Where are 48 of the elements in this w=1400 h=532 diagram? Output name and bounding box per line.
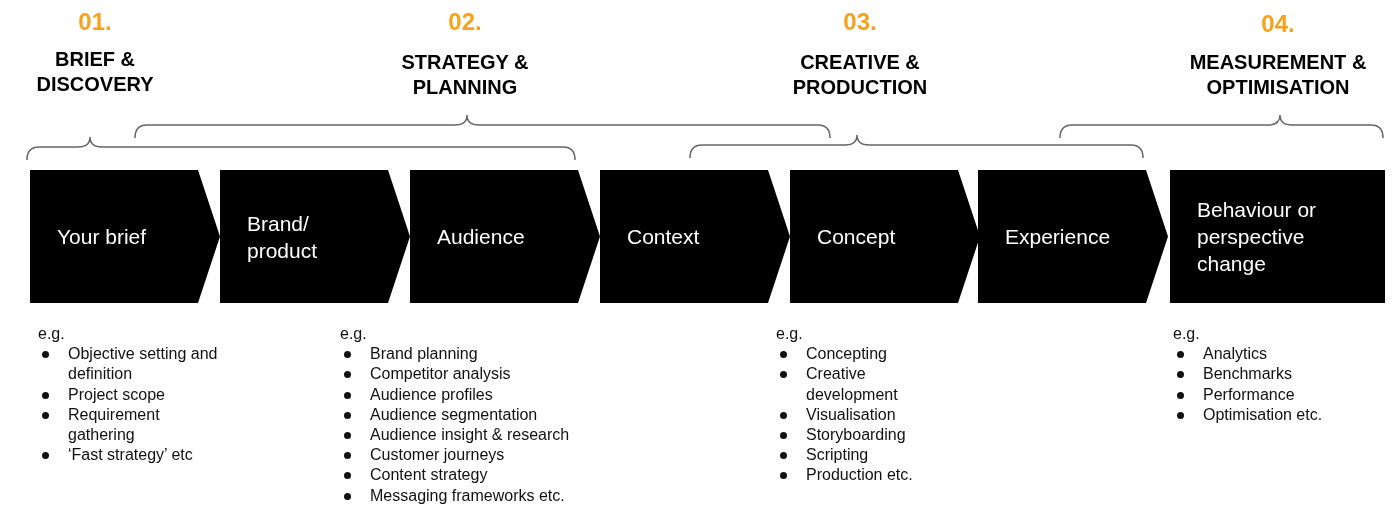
- step-label: Context: [627, 224, 700, 250]
- chevron-step: [790, 170, 980, 303]
- chevron-step: [600, 170, 790, 303]
- phase-number: 04.: [1261, 10, 1295, 38]
- chevron-step: [410, 170, 600, 303]
- chevron-step: [30, 170, 220, 303]
- chevron-step: [220, 170, 410, 303]
- list-item: Audience insight & research: [370, 425, 571, 445]
- phase-title: STRATEGY & PLANNING: [400, 50, 530, 100]
- list-item: Objective setting and definition: [68, 344, 219, 385]
- list-item: Content strategy: [370, 465, 489, 486]
- list-item: Visualisation: [806, 404, 897, 425]
- list-item: Production etc.: [806, 465, 914, 486]
- step-label: Audience: [437, 224, 525, 250]
- phase-number: 02.: [448, 8, 482, 36]
- phase-title: CREATIVE & PRODUCTION: [791, 50, 929, 100]
- list-item: Competitor analysis: [370, 364, 512, 385]
- phase-number: 01.: [78, 8, 112, 36]
- step-label: Experience: [1005, 224, 1111, 250]
- list-item: Project scope: [68, 384, 166, 405]
- result-box: [1170, 170, 1385, 303]
- list-item: Brand planning: [370, 344, 479, 365]
- list-item: Messaging frameworks etc.: [370, 485, 566, 506]
- list-intro: e.g.: [776, 324, 804, 344]
- list-item: Performance: [1203, 384, 1296, 405]
- list-item: Benchmarks: [1203, 364, 1293, 385]
- list-intro: e.g.: [38, 324, 66, 344]
- chevron-step: [978, 170, 1168, 303]
- list-item: Concepting: [806, 344, 888, 365]
- list-item: Requirement gathering: [68, 404, 161, 445]
- list-item: ‘Fast strategy’ etc: [68, 445, 194, 466]
- step-label: Behaviour or perspective change: [1197, 197, 1318, 277]
- phase-title: MEASUREMENT & OPTIMISATION: [1188, 50, 1368, 100]
- list-item: Customer journeys: [370, 445, 506, 466]
- list-intro: e.g.: [1173, 324, 1201, 344]
- phase-number: 03.: [843, 8, 877, 36]
- list-intro: e.g.: [340, 324, 368, 344]
- step-label: Brand/ product: [247, 210, 319, 264]
- list-item: Storyboarding: [806, 425, 907, 445]
- list-item: Analytics: [1203, 344, 1269, 365]
- phase-title: BRIEF & DISCOVERY: [35, 47, 155, 97]
- list-item: Creative development: [806, 364, 899, 405]
- list-item: Audience profiles: [370, 384, 494, 405]
- list-item: Audience segmentation: [370, 404, 539, 425]
- list-item: Optimisation etc.: [1203, 404, 1324, 425]
- list-item: Scripting: [806, 445, 870, 466]
- step-label: Your brief: [57, 224, 147, 250]
- step-label: Concept: [817, 224, 896, 250]
